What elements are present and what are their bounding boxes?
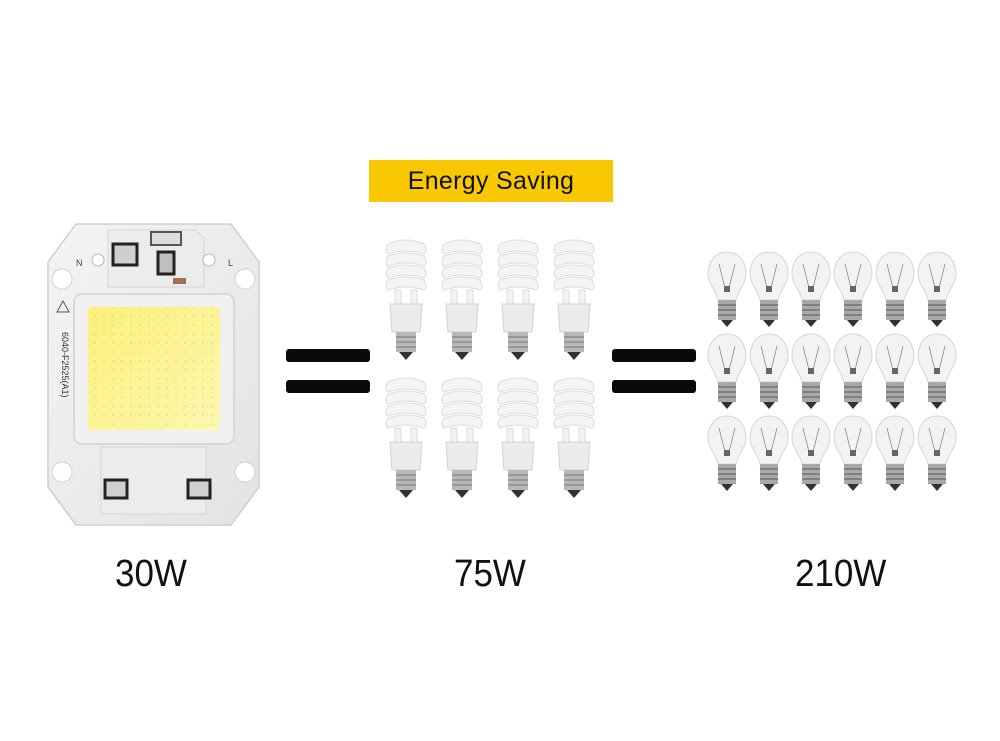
- banner-text: Energy Saving: [407, 166, 575, 195]
- cfl-bulb-icon: [497, 377, 539, 498]
- incandescent-bulb-icon: [707, 333, 747, 409]
- incandescent-bulb-icon: [791, 333, 831, 409]
- svg-text:6040-F2525(A1): 6040-F2525(A1): [60, 332, 70, 398]
- cfl-bulb-icon: [553, 377, 595, 498]
- incandescent-bulb-icon: [707, 251, 747, 327]
- cfl-bulb-icon: [497, 239, 539, 360]
- incandescent-bulb-icon: [833, 415, 873, 491]
- incandescent-bulb-icon: [833, 251, 873, 327]
- label-210w: 210W: [795, 553, 887, 595]
- cfl-bulb-icon: [441, 239, 483, 360]
- incandescent-bulb-icon: [917, 415, 957, 491]
- incandescent-bulb-icon: [749, 415, 789, 491]
- equals-sign-2: [612, 349, 696, 393]
- cfl-bulbs-grid: [378, 236, 602, 512]
- incandescent-bulb-icon: [749, 251, 789, 327]
- incandescent-bulb-icon: [875, 415, 915, 491]
- label-75w: 75W: [454, 553, 526, 595]
- incandescent-bulb-icon: [707, 415, 747, 491]
- equals-sign-1: [286, 349, 370, 393]
- incandescent-bulb-icon: [791, 415, 831, 491]
- svg-text:N: N: [76, 258, 83, 268]
- incandescent-bulb-icon: [791, 251, 831, 327]
- incandescent-bulb-icon: [749, 333, 789, 409]
- cfl-bulb-icon: [385, 377, 427, 498]
- incandescent-bulb-icon: [833, 333, 873, 409]
- incandescent-bulbs-grid: [706, 250, 958, 496]
- cob-led-chip-icon: N L 6040-F2525(A1): [47, 223, 260, 526]
- incandescent-bulb-icon: [875, 333, 915, 409]
- svg-text:L: L: [228, 258, 233, 268]
- incandescent-bulb-icon: [875, 251, 915, 327]
- cfl-bulb-icon: [553, 239, 595, 360]
- incandescent-bulb-icon: [917, 333, 957, 409]
- cfl-bulb-icon: [385, 239, 427, 360]
- energy-saving-banner: Energy Saving: [369, 160, 613, 202]
- label-30w: 30W: [115, 553, 187, 595]
- cob-led-chip-image: N L 6040-F2525(A1): [46, 222, 261, 527]
- incandescent-bulb-icon: [917, 251, 957, 327]
- cfl-bulb-icon: [441, 377, 483, 498]
